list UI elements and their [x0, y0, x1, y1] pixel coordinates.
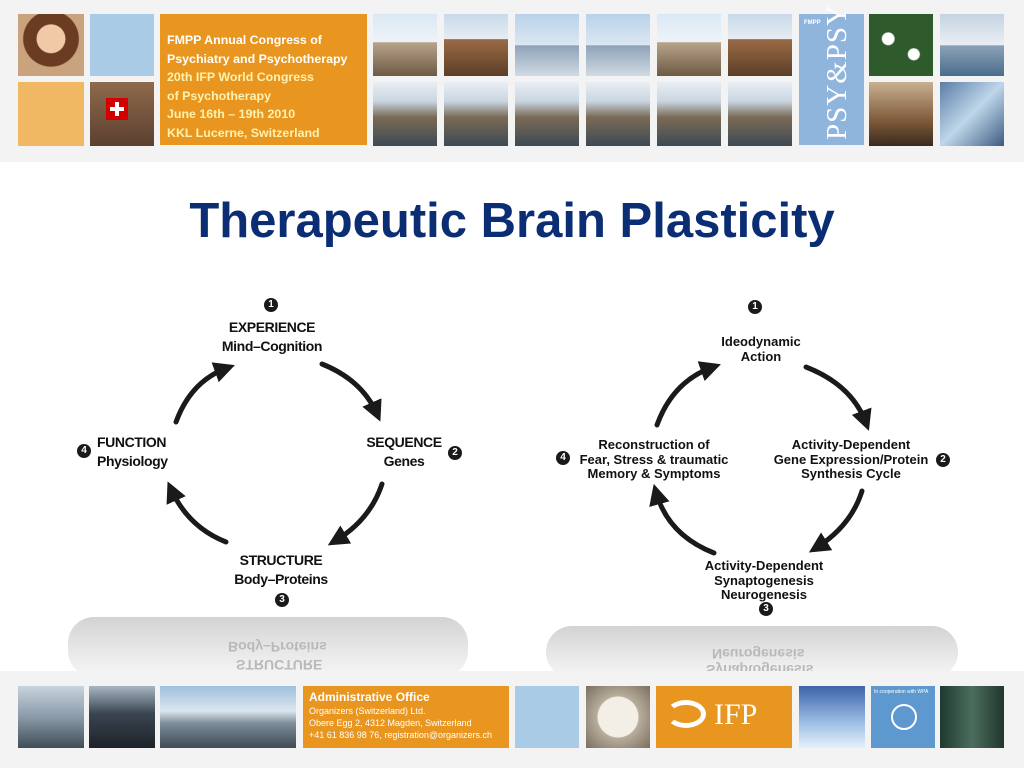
node-sequence: SEQUENCE Genes [366, 433, 442, 471]
flowers-photo [869, 14, 933, 76]
node-structure: STRUCTURE Body–Proteins [234, 551, 328, 589]
wpa-logo-tile: In cooperation with WPA [871, 686, 935, 748]
ifp-swoosh-icon [666, 700, 706, 728]
audience-photo [869, 82, 933, 146]
node-line: Action [740, 348, 782, 364]
right-diagram-panel [546, 292, 958, 626]
psy-small-label: FMPP [804, 20, 821, 26]
blue-tile [515, 686, 579, 748]
forest-photo [940, 686, 1004, 748]
clock-photo [586, 686, 650, 748]
congress-line: June 16th – 19th 2010 [167, 107, 296, 121]
lake-photo [515, 82, 579, 146]
node-heading: STRUCTURE [239, 552, 323, 568]
swiss-flag-icon [106, 98, 128, 120]
arrow-synaptogenesis-to-reconstruction [649, 483, 717, 556]
right-diagram-reflection: Neurogenesis Synaptogenesis [546, 626, 958, 678]
boat-photo [940, 14, 1004, 76]
city-photo [657, 14, 721, 76]
node-line: Activity-Dependent [791, 437, 911, 452]
left-diagram-panel [68, 292, 468, 617]
congress-line: 20th IFP World Congress [167, 70, 314, 84]
mountain-photo [586, 14, 650, 76]
step-number-3: 3 [275, 593, 289, 607]
ifp-logo-text: IFP [714, 698, 758, 731]
step-number-3: 3 [759, 602, 773, 616]
lake-photo [657, 82, 721, 146]
node-line: Activity-Dependent [704, 558, 824, 573]
node-heading: SEQUENCE [366, 434, 442, 450]
step-number-2: 2 [936, 453, 950, 467]
lake-photo [373, 82, 437, 146]
node-line: Neurogenesis [721, 587, 807, 602]
swiss-flag-photo [90, 82, 154, 146]
node-ideodynamic-action: Ideodynamic Action [721, 334, 801, 364]
arrow-gene-expression-to-synaptogenesis [808, 488, 865, 553]
node-subheading: Genes [383, 453, 425, 469]
node-line: Ideodynamic [721, 334, 801, 349]
node-line: Gene Expression/Protein [773, 451, 929, 467]
arrow-experience-to-sequence [319, 361, 382, 422]
step-number-4: 4 [77, 444, 91, 458]
node-function: FUNCTION Physiology [97, 433, 168, 471]
node-synaptogenesis: Activity-Dependent Synaptogenesis Neurog… [704, 558, 824, 603]
administrative-office-box: Administrative Office Organizers (Switze… [303, 686, 509, 748]
orange-tile [18, 82, 84, 146]
step-number-4: 4 [556, 451, 570, 465]
node-line: Synaptogenesis [714, 572, 814, 588]
congress-line: KKL Lucerne, Switzerland [167, 125, 320, 140]
arrow-structure-to-function [166, 481, 229, 545]
node-subheading: Body–Proteins [234, 571, 328, 587]
page-title: Therapeutic Brain Plasticity [189, 194, 835, 248]
arrow-reconstruction-to-action [654, 361, 721, 428]
admin-title: Administrative Office [309, 690, 430, 704]
arrow-function-to-experience [173, 362, 235, 425]
admin-line: Organizers (Switzerland) Ltd. [309, 706, 426, 716]
node-line: Memory & Symptoms [587, 466, 721, 481]
admin-line: Obere Egg 2, 4312 Magden, Switzerland [309, 718, 472, 728]
ifp-logo-tile: IFP [656, 686, 792, 748]
blue-tile [90, 14, 154, 76]
psy-logo-tile: FMPP PSY&PSY [799, 4, 864, 145]
lake-photo [728, 82, 792, 146]
node-reconstruction: Reconstruction of Fear, Stress & traumat… [579, 437, 729, 482]
arrow-action-to-gene-expression [803, 364, 872, 431]
lake-photo [586, 82, 650, 146]
city-photo [373, 14, 437, 76]
node-line: Synthesis Cycle [801, 466, 901, 481]
waterfall-photo [18, 686, 84, 748]
node-line: Fear, Stress & traumatic [579, 451, 729, 467]
step-number-1: 1 [264, 298, 278, 312]
mountain-photo [515, 14, 579, 76]
node-line: Reconstruction of [598, 437, 710, 452]
node-heading: FUNCTION [97, 434, 167, 450]
tower-photo [444, 14, 508, 76]
congress-info-box: FMPP Annual Congress of Psychiatry and P… [160, 14, 367, 145]
congress-line: Psychiatry and Psychotherapy [167, 51, 348, 66]
fountain-photo [799, 686, 865, 748]
arrow-sequence-to-structure [327, 481, 385, 546]
people-photo [89, 686, 155, 748]
wpa-caption: In cooperation with WPA [874, 689, 929, 695]
node-subheading: Physiology [97, 453, 168, 469]
building-photo [940, 82, 1004, 146]
admin-line: +41 61 836 98 76, registration@organizer… [309, 730, 493, 740]
node-experience: EXPERIENCE Mind–Cognition [221, 318, 323, 356]
globe-icon [891, 704, 917, 730]
woman-photo [18, 14, 84, 76]
congress-line: FMPP Annual Congress of [167, 33, 322, 47]
bridge-photo [444, 82, 508, 146]
left-diagram-reflection: Body–Proteins STRUCTURE [68, 617, 468, 677]
step-number-2: 2 [448, 446, 462, 460]
node-heading: EXPERIENCE [228, 319, 316, 335]
step-number-1: 1 [748, 300, 762, 314]
congress-line: of Psychotherapy [167, 88, 271, 103]
node-subheading: Mind–Cognition [221, 338, 323, 354]
church-photo [728, 14, 792, 76]
panorama-photo [160, 686, 296, 748]
node-gene-expression: Activity-Dependent Gene Expression/Prote… [773, 437, 929, 482]
